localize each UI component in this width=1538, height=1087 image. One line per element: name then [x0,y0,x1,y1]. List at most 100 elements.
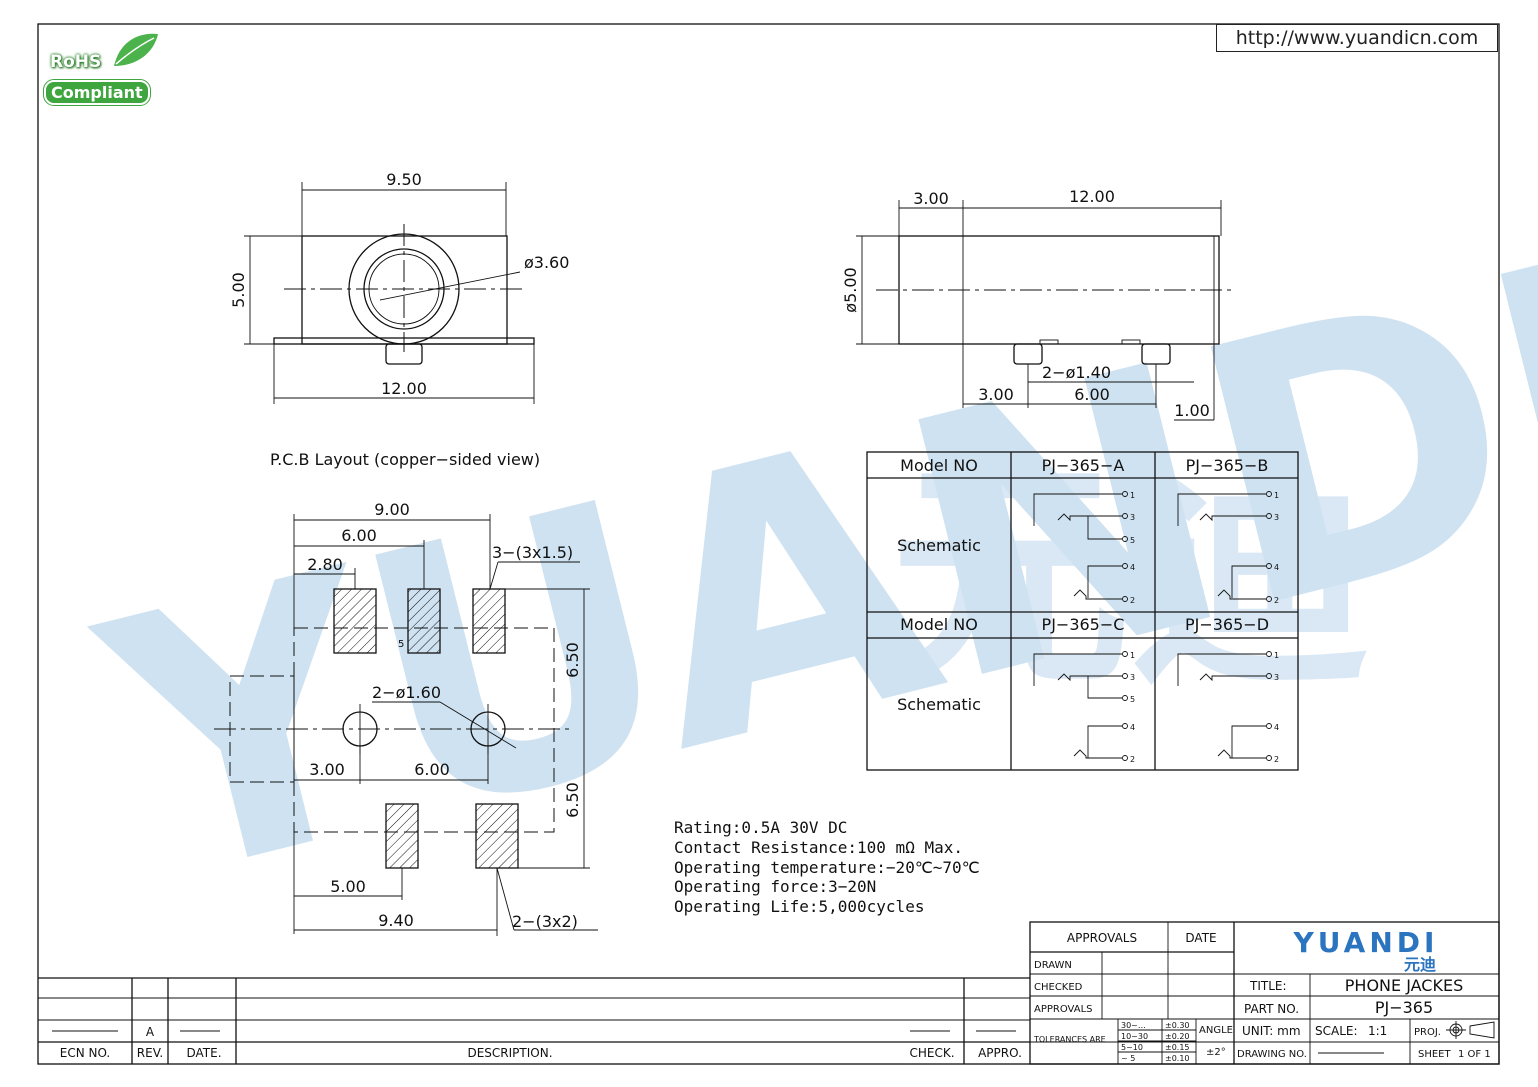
side-pin-offset: 3.00 [978,385,1014,404]
schematic-d [1177,651,1272,761]
rohs-badge: RoHS Compliant [44,30,164,110]
schematic-c [1033,651,1128,761]
pcb-hole-spec: 2−ø1.60 [372,683,441,702]
pad-top-2 [407,588,441,654]
rev-value: A [146,1025,155,1039]
pcb-dim-6: 6.00 [341,526,377,545]
svg-text:3: 3 [1274,513,1279,522]
model-header-1: Model NO [900,456,978,475]
svg-text:10~30: 10~30 [1121,1032,1148,1041]
pcb-dim-280: 2.80 [307,555,343,574]
tb-sheet: SHEET [1418,1049,1452,1060]
tb-angle: ANGLE [1199,1025,1233,1036]
tb-logo-cn: 元迪 [1404,955,1436,974]
front-diameter-dim: ø3.60 [524,253,569,272]
front-view: 9.50 5.00 ø3.60 12.00 [229,170,569,404]
tb-logo: YUANDI [1293,926,1439,959]
tb-part-label: PART NO. [1244,1002,1299,1016]
pcb-pad-top-spec: 3−(3x1.5) [492,543,573,562]
spec-resistance: Contact Resistance:100 mΩ Max. [674,838,963,857]
model-b: PJ−365−B [1186,456,1269,475]
title-block: APPROVALS DATE DRAWN CHECKED APPROVALS T… [1029,921,1500,1065]
projection-icon [1446,1021,1495,1039]
pcb-dim-600: 6.00 [414,760,450,779]
pcb-dim-940: 9.40 [378,911,414,930]
side-pin-spacing: 6.00 [1074,385,1110,404]
schematic-b [1177,491,1272,602]
tb-drawn: DRAWN [1034,960,1072,971]
model-c: PJ−365−C [1042,615,1125,634]
specifications: Rating:0.5A 30V DC Contact Resistance:10… [674,818,980,916]
tb-unit: UNIT: mm [1242,1024,1301,1038]
pad-top-1 [333,588,377,654]
front-base-dim: 12.00 [381,379,427,398]
sheet-border [37,23,1500,1065]
pad-number: 5 [398,639,404,650]
spec-life: Operating Life:5,000cycles [674,897,924,916]
front-width-dim: 9.50 [386,170,422,189]
svg-text:±0.10: ±0.10 [1165,1054,1190,1063]
website-url: http://www.yuandicn.com [1216,24,1498,52]
svg-text:3: 3 [1274,673,1279,682]
pcb-caption: P.C.B Layout (copper−sided view) [270,450,540,469]
spec-rating: Rating:0.5A 30V DC [674,818,847,837]
schematic-label-1: Schematic [897,536,981,555]
tb-drawing-no: DRAWING NO. [1237,1049,1307,1060]
svg-text:2: 2 [1274,755,1279,764]
pcb-dim-650-top: 6.50 [563,642,582,678]
watermark-chinese: 元迪 [890,437,1370,717]
svg-text:3: 3 [1130,513,1135,522]
front-height-dim: 5.00 [229,272,248,308]
side-length-dim: 12.00 [1069,187,1115,206]
tb-scale-label: SCALE: [1315,1024,1358,1038]
rev-check-header: CHECK. [909,1046,954,1060]
model-d: PJ−365−D [1185,615,1269,634]
svg-text:5: 5 [1130,536,1135,545]
svg-text:1: 1 [1130,491,1135,500]
spec-temperature: Operating temperature:−20℃~70℃ [674,858,980,877]
tb-sheet-of: 1 OF 1 [1458,1049,1491,1060]
side-offset-dim: 3.00 [913,189,949,208]
svg-text:4: 4 [1130,563,1135,572]
tb-approvals2: APPROVALS [1034,1004,1093,1015]
tb-proj: PROJ. [1414,1027,1441,1038]
rev-date-header: DATE. [186,1046,221,1060]
rev-rev-header: REV. [137,1046,163,1060]
spec-force: Operating force:3−20N [674,877,876,896]
pad-bottom-1 [385,803,419,869]
side-view: 3.00 12.00 ø5.00 2−ø1.40 3.00 6.00 1.00 [841,187,1235,421]
schematic-a [1033,491,1128,602]
rev-appro-header: APPRO. [978,1046,1022,1060]
pad-top-3 [472,588,506,654]
tb-angle-tol: ±2° [1206,1047,1226,1058]
tb-title-label: TITLE: [1249,979,1287,993]
pcb-dim-500: 5.00 [330,877,366,896]
compliant-label: Compliant [44,80,150,105]
tb-scale: 1:1 [1368,1024,1387,1038]
svg-text:2: 2 [1130,755,1135,764]
svg-text:30~…: 30~… [1121,1021,1146,1030]
rev-description-header: DESCRIPTION. [467,1046,552,1060]
model-a: PJ−365−A [1042,456,1125,475]
pcb-pad-bottom-spec: 2−(3x2) [512,912,578,931]
svg-text:5: 5 [1130,695,1135,704]
rev-ecn-header: ECN NO. [60,1046,111,1060]
svg-text:4: 4 [1274,723,1279,732]
front-pin [385,343,423,365]
pad-bottom-2 [475,803,519,869]
side-diameter-dim: ø5.00 [841,267,860,312]
svg-text:3: 3 [1130,673,1135,682]
svg-text:4: 4 [1274,563,1279,572]
svg-text:±0.20: ±0.20 [1165,1032,1190,1041]
svg-text:2: 2 [1130,596,1135,605]
tb-part: PJ−365 [1375,998,1433,1017]
svg-text:~ 5: ~ 5 [1121,1054,1135,1063]
rohs-label: RoHS [50,52,102,72]
pcb-dim-total: 9.00 [374,500,410,519]
tb-title: PHONE JACKES [1345,976,1463,995]
model-table: Model NO PJ−365−A PJ−365−B Schematic Mod… [866,451,1299,771]
svg-text:±0.30: ±0.30 [1165,1021,1190,1030]
tb-tolerances: TOLERANCES ARE [1033,1035,1106,1044]
side-end-gap: 1.00 [1174,401,1210,420]
tb-date: DATE [1185,931,1216,945]
